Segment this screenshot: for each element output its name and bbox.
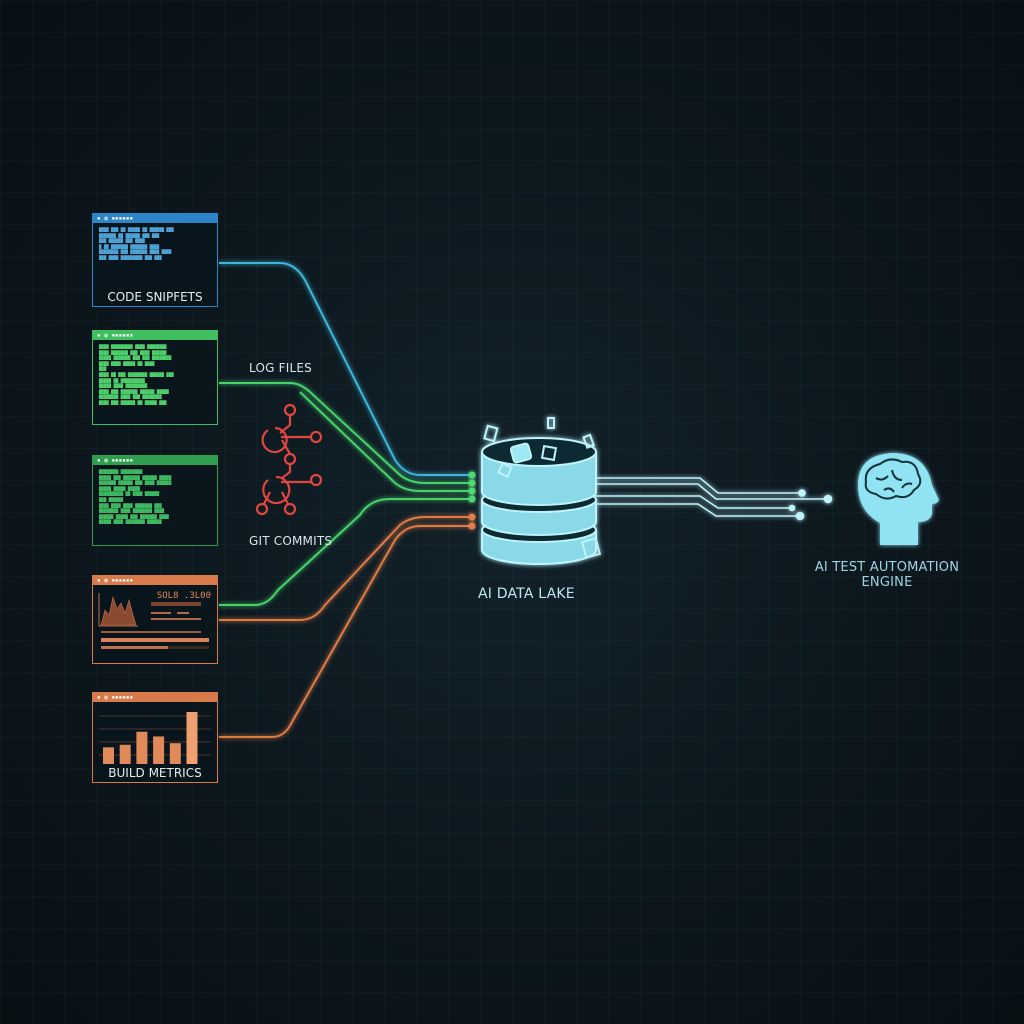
log-text: ████ █████████ ████ ████████ ████ ██████… [99,344,174,405]
link-code-snippets [219,262,472,476]
metrics-dashboard-panel: ▪ ◍ ▪▪▪▪▪▪ SOL8 .3L00 [92,575,218,664]
code-text: ████ ███ ██ █████ ██ ██████ ███ ███████ … [99,227,174,260]
log-files-panel: ▪ ◍ ▪▪▪▪▪▪ ████ █████████ ████ ████████ … [92,330,218,425]
link-git-commits [219,498,472,606]
bar [136,731,148,764]
panel-header: ▪ ◍ ▪▪▪▪▪▪ [93,576,217,585]
panel-label: BUILD METRICS [108,766,202,780]
area-chart [100,595,137,626]
port-dot [468,487,476,495]
engine-label-line2: ENGINE [861,575,913,590]
brain-head-icon [858,453,939,545]
build-metrics-panel: ▪ ◍ ▪▪▪▪▪▪ BUILD METRICS [92,692,218,783]
panel-label: CODE SNIPFETS [107,290,203,304]
bar [119,744,131,764]
code-snippets-panel: ▪ ◍ ▪▪▪▪▪▪ ████ ███ ██ █████ ██ ██████ █… [92,213,218,307]
metrics-readout: SOL8 .3L00 [156,591,211,601]
bar [153,736,165,764]
data-lake-label: AI DATA LAKE [478,586,575,602]
port-dot [468,479,476,487]
log-files-label: LOG FILES [249,361,312,375]
link-log-files-b [299,391,472,492]
engine-label: AI TEST AUTOMATION ENGINE [800,560,974,590]
output-links [595,477,833,521]
git-branch-icon [255,403,323,516]
port-dot [468,495,476,503]
engine-label-line1: AI TEST AUTOMATION [814,560,960,575]
input-ports [468,471,476,530]
git-commits-panel: ▪ ◍ ▪▪▪▪▪▪ ████████ █████████ █████ ███ … [92,455,218,546]
panel-header: ▪ ◍ ▪▪▪▪▪▪ [93,214,217,223]
commit-text: ████████ █████████ █████ ███ ███████ ███… [99,469,172,525]
port-dot [468,522,476,530]
database-icon [481,417,602,565]
panel-header: ▪ ◍ ▪▪▪▪▪▪ [93,456,217,465]
link-build-metrics [219,525,472,738]
port-dot [468,513,476,521]
link-log-files-a [219,382,472,484]
panel-header: ▪ ◍ ▪▪▪▪▪▪ [93,331,217,340]
bar [169,743,181,764]
bar-chart [99,712,211,764]
bar [103,747,114,764]
git-commits-label: GIT COMMITS [249,534,333,548]
bar [186,712,198,764]
metrics-dashboard [98,593,209,649]
port-dot [468,471,476,479]
panel-header: ▪ ◍ ▪▪▪▪▪▪ [93,693,217,702]
link-metrics [219,516,472,621]
